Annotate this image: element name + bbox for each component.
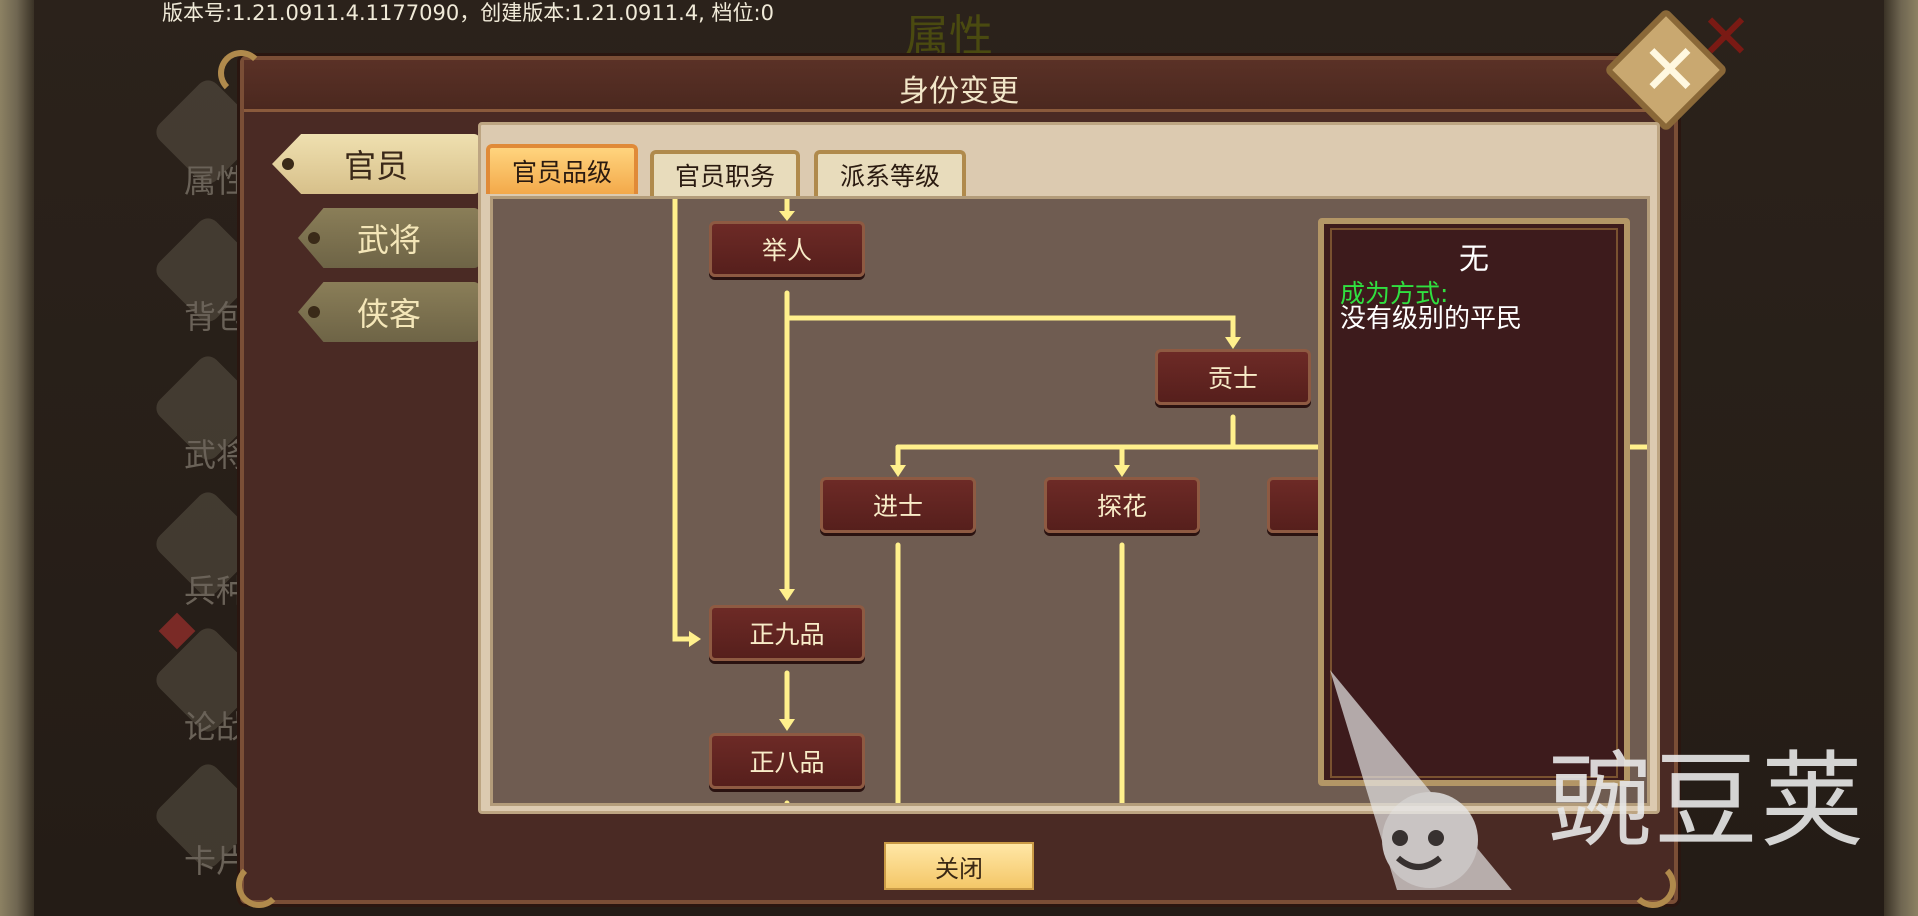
corner-ornament-icon xyxy=(218,50,264,96)
side-tab-label: 侠客 xyxy=(356,295,421,333)
tab-official-post[interactable]: 官员职务 xyxy=(650,150,800,196)
arrow-down-icon xyxy=(890,465,906,477)
side-tab-knight[interactable]: 侠客 xyxy=(298,282,480,342)
rank-method-text: 没有级别的平民 xyxy=(1340,304,1523,334)
side-tab-official[interactable]: 官员 xyxy=(272,134,480,194)
rank-tree-connectors xyxy=(672,199,1647,803)
rank-method-label: 成为方式: xyxy=(1340,279,1449,308)
corner-ornament-icon xyxy=(1630,862,1676,908)
rank-info-title: 无 xyxy=(1459,242,1489,277)
tree-node-gongshi[interactable]: 贡士 xyxy=(1155,349,1311,405)
tab-bullet-icon xyxy=(308,232,320,244)
bg-menu-label-cards: 卡片 xyxy=(184,842,249,880)
rank-info-inner-border xyxy=(1330,228,1618,778)
tab-official-rank[interactable]: 官员品级 xyxy=(486,144,638,194)
bg-menu-label-troops: 兵种 xyxy=(184,572,249,610)
tree-node-juren[interactable]: 举人 xyxy=(709,221,865,277)
version-text: 版本号:1.21.0911.4.1177090，创建版本:1.21.0911.4… xyxy=(162,1,774,25)
arrow-down-icon xyxy=(1225,337,1241,349)
tree-node-jinshi[interactable]: 进士 xyxy=(820,477,976,533)
arrow-down-icon xyxy=(779,589,795,601)
side-tab-label: 官员 xyxy=(343,147,408,185)
screen-frame-left xyxy=(0,0,34,916)
tree-node-zheng9pin[interactable]: 正九品 xyxy=(709,605,865,661)
connector-line xyxy=(784,315,1236,340)
bg-menu-label-debate: 论战 xyxy=(184,708,249,746)
connector-line xyxy=(672,199,692,642)
tree-node-zheng8pin[interactable]: 正八品 xyxy=(709,733,865,789)
tab-bullet-icon xyxy=(308,306,320,318)
arrow-down-icon xyxy=(1114,465,1130,477)
arrow-down-icon xyxy=(779,719,795,731)
corner-ornament-icon xyxy=(236,862,282,908)
screen-frame-right xyxy=(1884,0,1918,916)
close-icon: ✕ xyxy=(1640,29,1700,111)
side-tab-general[interactable]: 武将 xyxy=(298,208,480,268)
bg-page-title: 属性 xyxy=(905,11,993,62)
dialog-title: 身份变更 xyxy=(899,74,1019,109)
tab-bullet-icon xyxy=(282,158,294,170)
rank-info-panel xyxy=(1318,218,1630,786)
tree-node-tanhua[interactable]: 探花 xyxy=(1044,477,1200,533)
bg-menu-label-generals: 武将 xyxy=(184,436,249,474)
arrow-down-icon xyxy=(779,211,795,221)
tab-faction-level[interactable]: 派系等级 xyxy=(814,150,966,196)
arrow-right-icon xyxy=(689,631,701,647)
bg-menu-label-attributes: 属性 xyxy=(184,162,249,200)
close-button[interactable]: 关闭 xyxy=(884,842,1034,890)
side-tab-label: 武将 xyxy=(356,221,421,259)
watermark-logo-icon xyxy=(1330,670,1512,890)
dialog-header xyxy=(244,60,1674,112)
watermark-text: 豌豆荚 xyxy=(1548,740,1867,862)
bg-menu-label-bag: 背包 xyxy=(184,298,249,336)
